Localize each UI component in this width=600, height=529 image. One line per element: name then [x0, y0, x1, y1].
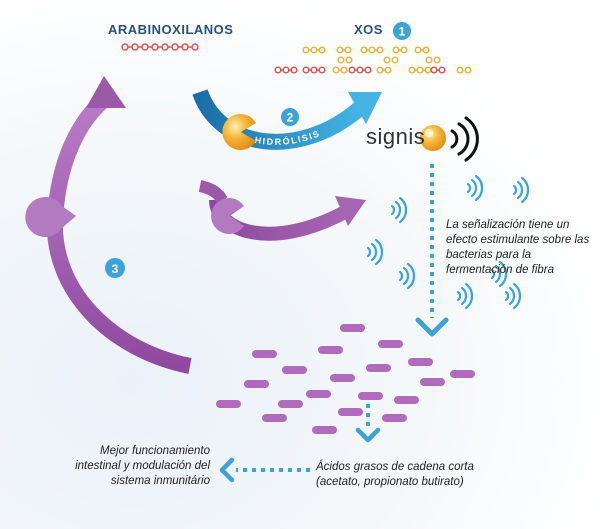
signal-wave-icon	[450, 116, 479, 162]
arrow-icon	[335, 196, 366, 226]
benefit-caption: Mejor funcionamiento intestinal y modula…	[75, 445, 210, 487]
svg-text:3: 3	[112, 262, 119, 276]
xos-oligomers	[274, 46, 472, 74]
dotted-arrow-left	[219, 457, 310, 483]
hydrolysis-arrow: HIDRÓLISIS	[192, 88, 382, 150]
fatty-acids-caption: Ácidos grasos de cadena corta (acetato, …	[316, 461, 474, 488]
dotted-arrow-down-small	[355, 404, 381, 443]
short-chain-fatty-acids	[216, 324, 475, 434]
enzyme-pacman-icon	[211, 198, 244, 234]
svg-text:2: 2	[287, 111, 294, 125]
fermentation-cycle-arrow	[46, 76, 192, 374]
enzyme-pacman-icon	[222, 114, 256, 150]
step-3-badge: 3	[105, 258, 125, 278]
signis-sphere-icon	[420, 125, 446, 151]
arabinoxylan-chain	[121, 43, 199, 51]
enzyme-pacman-icon	[25, 197, 76, 237]
arrow-icon	[86, 76, 126, 108]
signal-waves	[366, 174, 530, 310]
arabinoxylans-title: ARABINOXILANOS	[108, 22, 234, 37]
signis-logo-text: signis	[366, 124, 426, 149]
svg-text:1: 1	[399, 25, 406, 39]
dotted-arrow-down	[415, 164, 449, 337]
signaling-caption: La señalización tiene un efecto estimula…	[446, 219, 590, 276]
arrow-icon	[348, 92, 382, 124]
step-1-badge: 1	[393, 22, 411, 40]
step-2-badge: 2	[281, 108, 299, 126]
xos-title: XOS	[354, 22, 383, 37]
